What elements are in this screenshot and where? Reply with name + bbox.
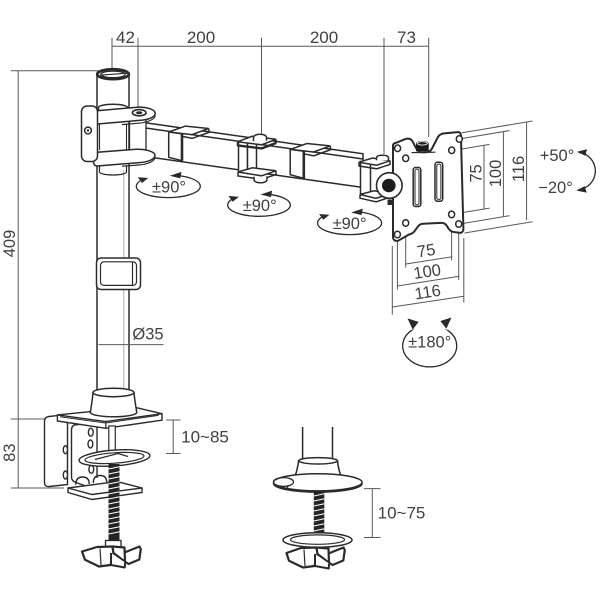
svg-text:100: 100 <box>487 160 505 188</box>
svg-text:73: 73 <box>397 28 416 47</box>
svg-text:10~75: 10~75 <box>378 504 426 523</box>
svg-text:±180°: ±180° <box>408 334 451 352</box>
svg-text:116: 116 <box>413 282 442 304</box>
svg-text:100: 100 <box>412 261 442 283</box>
svg-text:116: 116 <box>510 156 528 182</box>
svg-text:±90°: ±90° <box>152 178 186 196</box>
svg-text:75: 75 <box>468 164 486 182</box>
svg-text:±90°: ±90° <box>333 215 367 233</box>
svg-text:409: 409 <box>1 230 19 258</box>
svg-text:±90°: ±90° <box>243 197 277 215</box>
svg-text:10~85: 10~85 <box>181 428 229 447</box>
svg-text:+50°: +50° <box>540 147 575 165</box>
svg-text:Ø35: Ø35 <box>132 326 163 344</box>
svg-text:200: 200 <box>310 28 338 47</box>
svg-text:200: 200 <box>187 28 215 47</box>
svg-text:75: 75 <box>416 241 437 262</box>
svg-text:42: 42 <box>116 28 135 47</box>
svg-text:−20°: −20° <box>538 179 573 197</box>
svg-text:83: 83 <box>1 444 19 462</box>
